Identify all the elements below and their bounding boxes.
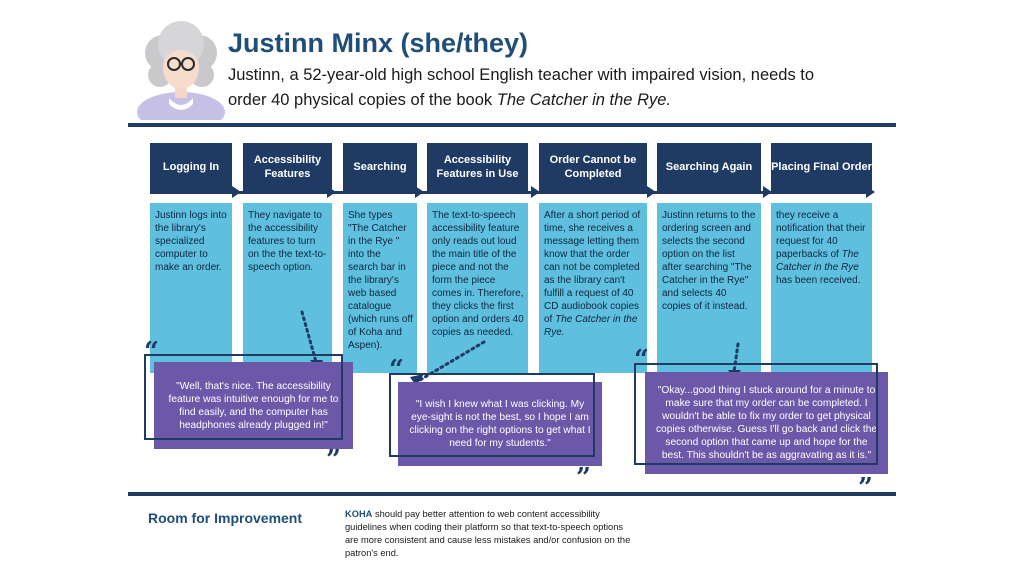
footer-divider: [128, 492, 896, 496]
arrow-icon: [531, 186, 540, 198]
persona-description-line2: order 40 physical copies of the book The…: [228, 91, 671, 110]
step-1-title: Logging In: [150, 143, 232, 191]
quote-mark-icon: “: [144, 337, 159, 367]
persona-name: Justinn Minx (she/they): [228, 28, 529, 58]
step-5-description-text: After a short period of time, she receiv…: [544, 210, 641, 325]
step-5-book-title: The Catcher in the Rye.: [544, 314, 638, 338]
quote-mark-icon: ”: [326, 445, 341, 475]
quote-mark-icon: “: [634, 345, 649, 375]
arrow-icon: [415, 186, 424, 198]
quote-3-outline: [634, 363, 878, 465]
quote-3-text: "Okay...good thing I stuck around for a …: [655, 385, 878, 461]
arrow-icon: [647, 186, 656, 198]
arrow-icon: [866, 186, 875, 198]
persona-description-line1: Justinn, a 52-year-old high school Engli…: [228, 66, 815, 84]
arrow-icon: [327, 186, 336, 198]
journey-flow-line: [150, 191, 868, 194]
arrow-icon: [410, 374, 424, 386]
connector-quote-1: [300, 310, 318, 364]
step-7-title: Placing Final Order: [771, 143, 872, 191]
step-5-description: After a short period of time, she receiv…: [539, 203, 647, 373]
step-6-title: Searching Again: [657, 143, 761, 191]
quote-1-outline: [144, 354, 343, 440]
avatar-icon: [137, 21, 225, 120]
room-for-improvement-title: Room for Improvement: [148, 510, 303, 526]
step-7-book-title: The Catcher in the Rye: [776, 249, 859, 273]
quote-mark-icon: “: [389, 355, 404, 385]
step-7-description: they receive a notification that their r…: [771, 203, 872, 373]
step-3-description: She types "The Catcher in the Rye " into…: [343, 203, 417, 373]
quote-1-text: "Well, that's nice. The accessibility fe…: [168, 380, 339, 431]
step-5-title: Order Cannot be Completed: [539, 143, 647, 191]
improvement-description: should pay better attention to web conte…: [345, 509, 631, 558]
organization-name: KOHA: [345, 509, 373, 519]
arrow-icon: [763, 186, 772, 198]
step-1-description: Justinn logs into the library's speciali…: [150, 203, 232, 373]
quote-2-box: "I wish I knew what I was clicking. My e…: [398, 382, 602, 466]
step-3-title: Searching: [343, 143, 417, 191]
room-for-improvement-text: KOHA should pay better attention to web …: [345, 508, 635, 560]
quote-1-box: "Well, that's nice. The accessibility fe…: [154, 362, 353, 449]
step-7-description-text: they receive a notification that their r…: [776, 210, 866, 260]
book-title: The Catcher in the Rye.: [496, 91, 671, 109]
step-2-title: Accessibility Features: [243, 143, 332, 191]
step-2-description: They navigate to the accessibility featu…: [243, 203, 332, 373]
quote-2-text: "I wish I knew what I was clicking. My e…: [409, 399, 591, 449]
step-4-title: Accessibility Features in Use: [427, 143, 528, 191]
persona-description-text: order 40 physical copies of the book: [228, 91, 497, 109]
quote-3-box: "Okay...good thing I stuck around for a …: [645, 372, 888, 474]
header-divider: [128, 123, 896, 127]
step-6-description: Justinn returns to the ordering screen a…: [657, 203, 761, 373]
connector-quote-3: [732, 342, 740, 374]
quote-mark-icon: ”: [576, 463, 591, 493]
arrow-icon: [232, 186, 241, 198]
step-7-description-suffix: has been received.: [776, 275, 861, 286]
quote-2-outline: [389, 373, 595, 457]
